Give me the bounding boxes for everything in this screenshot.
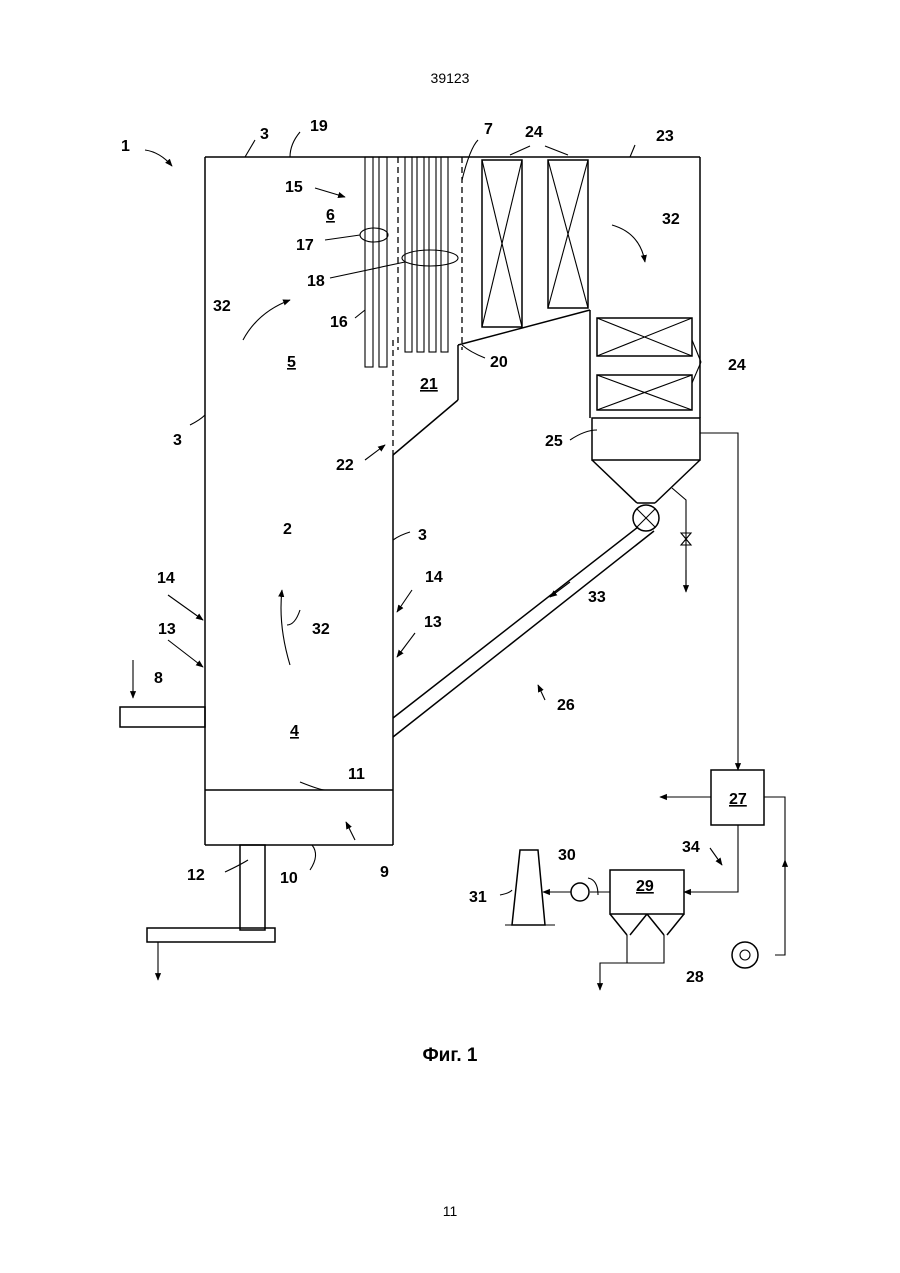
label-19: 19 (310, 118, 328, 135)
label-20: 20 (490, 354, 508, 371)
label-27: 27 (729, 791, 747, 808)
label-3-top: 3 (260, 126, 269, 143)
figure-caption: Фиг. 1 (0, 1045, 900, 1067)
label-25: 25 (545, 433, 563, 450)
label-13-right: 13 (424, 614, 442, 631)
label-9: 9 (380, 864, 389, 881)
label-26: 26 (557, 697, 575, 714)
reference-labels: 1 2 3 3 3 4 5 6 7 8 9 10 11 12 13 13 14 … (121, 118, 747, 986)
label-34: 34 (682, 839, 700, 856)
label-10: 10 (280, 870, 298, 887)
label-22: 22 (336, 457, 354, 474)
label-3-right: 3 (418, 527, 427, 544)
separator-cyclone (592, 418, 700, 592)
label-17: 17 (296, 237, 314, 254)
label-32-back-pass: 32 (662, 211, 680, 228)
tube-bundle (365, 157, 462, 367)
label-24-right: 24 (728, 357, 746, 374)
label-6: 6 (326, 207, 335, 224)
label-18: 18 (307, 273, 325, 290)
label-21: 21 (420, 376, 438, 393)
label-7: 7 (484, 121, 493, 138)
page-number: 11 (0, 1203, 900, 1219)
label-23: 23 (656, 128, 674, 145)
back-pass-duct (458, 157, 700, 418)
label-32-furnace: 32 (312, 621, 330, 638)
label-1: 1 (121, 138, 130, 155)
label-4: 4 (290, 723, 299, 740)
label-12: 12 (187, 867, 205, 884)
label-13-left: 13 (158, 621, 176, 638)
label-2: 2 (283, 521, 292, 538)
label-5: 5 (287, 354, 296, 371)
label-11: 11 (348, 766, 365, 783)
label-32-upper-left: 32 (213, 298, 231, 315)
leader-lines (190, 132, 701, 895)
furnace-shell (205, 157, 700, 845)
label-14-right: 14 (425, 569, 443, 586)
label-15: 15 (285, 179, 303, 196)
flow-arrows (145, 150, 722, 865)
label-16: 16 (330, 314, 348, 331)
label-14-left: 14 (157, 570, 175, 587)
return-leg (393, 527, 654, 737)
heat-exchanger-upper (482, 160, 588, 327)
label-8: 8 (154, 670, 163, 687)
label-3-left: 3 (173, 432, 182, 449)
label-30: 30 (558, 847, 576, 864)
label-28: 28 (686, 969, 704, 986)
label-29: 29 (636, 878, 654, 895)
windbox (120, 660, 275, 980)
label-24-top: 24 (525, 124, 543, 141)
label-33: 33 (588, 589, 606, 606)
label-31: 31 (469, 889, 487, 906)
